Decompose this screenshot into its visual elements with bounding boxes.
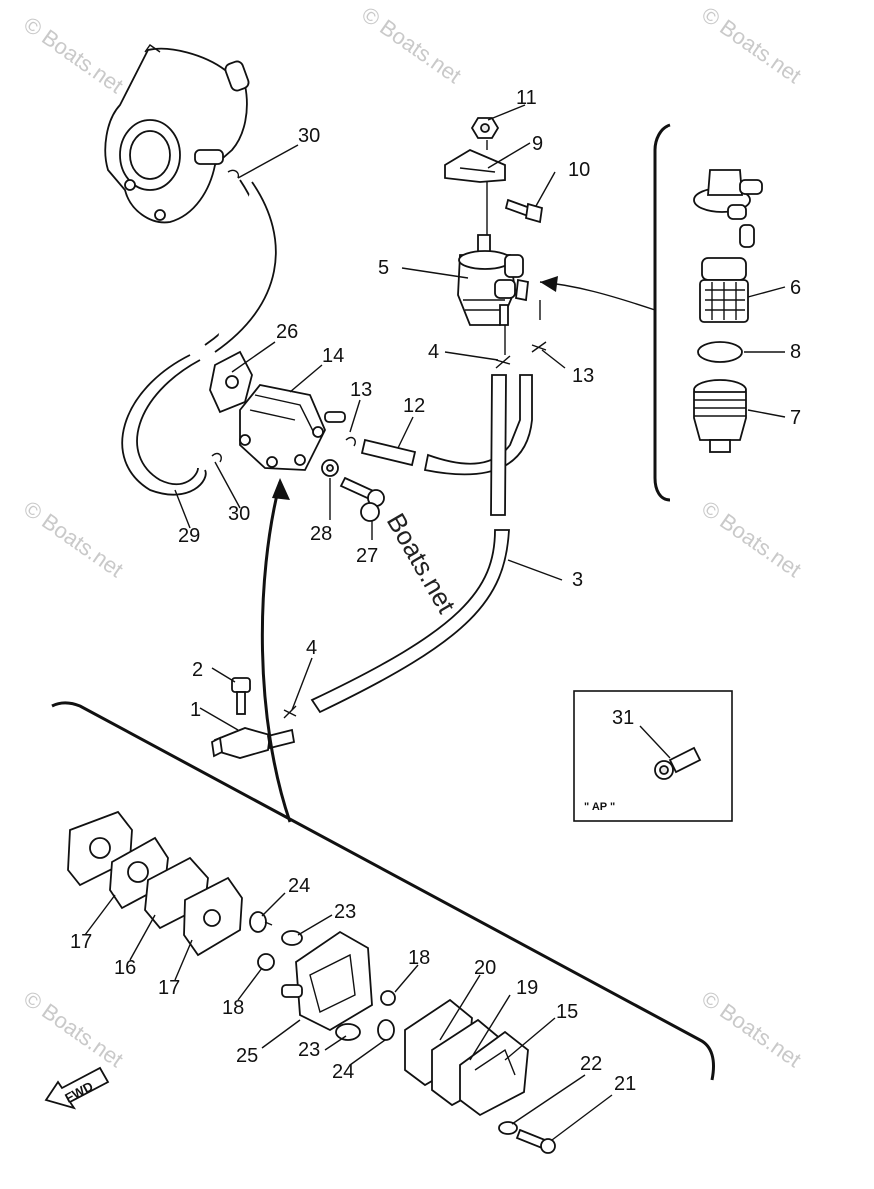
washer-22 <box>498 1121 518 1135</box>
watermark-mid-left: © Boats.net <box>19 496 128 583</box>
watermark-top-left: © Boats.net <box>19 12 128 99</box>
callout-2: 2 <box>192 659 203 681</box>
hose-clip-4-filter <box>495 355 511 369</box>
callout-5: 5 <box>378 257 389 279</box>
callout-13-pump: 13 <box>350 379 372 401</box>
inset-box-label: " AP " <box>584 801 615 813</box>
screw-31 <box>654 746 702 780</box>
check-valve-23-bottom <box>335 1023 361 1041</box>
fuel-pump-14 <box>239 384 346 471</box>
callout-4-filter: 4 <box>428 341 439 363</box>
bolt-27 <box>339 476 385 522</box>
hose-clip-4-joint <box>283 705 297 719</box>
callout-6: 6 <box>790 277 801 299</box>
pump-cover-15 <box>459 1030 529 1117</box>
callout-30-bottom: 30 <box>228 503 250 525</box>
callout-31: 31 <box>612 707 634 729</box>
watermark-top-right: © Boats.net <box>697 2 806 89</box>
leader-lines <box>84 104 786 1141</box>
hose-clip-30 <box>211 169 240 463</box>
callout-9: 9 <box>532 133 543 155</box>
callout-7: 7 <box>790 407 801 429</box>
callout-16: 16 <box>114 957 136 979</box>
assembly-pointer-arrowhead <box>272 478 290 500</box>
watermark-top-center: © Boats.net <box>357 2 466 89</box>
callout-30-top: 30 <box>298 125 320 147</box>
callout-3: 3 <box>572 569 583 591</box>
callout-24-bottom: 24 <box>332 1061 354 1083</box>
watermark-center: Boats.net <box>381 508 462 619</box>
bolt-10 <box>504 198 544 224</box>
callout-18-left: 18 <box>222 997 244 1019</box>
assembly-pointer-arrow <box>260 481 292 823</box>
leader-filter-vertical <box>486 140 541 355</box>
callout-11: 11 <box>516 87 537 109</box>
callout-numbers: 30 26 14 13 12 5 11 9 10 4 13 6 8 7 30 2… <box>70 87 801 1095</box>
check-valve-24-top <box>249 911 273 933</box>
callout-12: 12 <box>403 395 425 417</box>
callout-23-top: 23 <box>334 901 356 923</box>
filter-cup-7 <box>693 379 747 453</box>
carburetor-illustration <box>104 44 250 224</box>
lower-assembly-bracket <box>51 701 715 1081</box>
check-valve-24-bottom <box>377 1019 395 1041</box>
check-valve-23-top <box>281 930 303 946</box>
callout-17-outer: 17 <box>70 931 92 953</box>
o-ring-8 <box>697 341 743 363</box>
callout-19: 19 <box>516 977 538 999</box>
gasket-26 <box>209 350 253 414</box>
fuel-hose-3 <box>310 374 510 714</box>
screw-21 <box>515 1128 556 1154</box>
callout-28: 28 <box>310 523 332 545</box>
callout-21: 21 <box>614 1073 636 1095</box>
callout-10: 10 <box>568 159 590 181</box>
fwd-direction-arrow: FWD <box>44 1066 110 1110</box>
callout-29: 29 <box>178 525 200 547</box>
fuel-joint-1 <box>211 727 296 759</box>
callout-15: 15 <box>556 1001 578 1023</box>
callout-25: 25 <box>236 1045 258 1067</box>
callout-1: 1 <box>190 699 201 721</box>
callout-22: 22 <box>580 1053 602 1075</box>
callout-23-bottom: 23 <box>298 1039 320 1061</box>
bracket-9 <box>444 148 506 183</box>
washer-18 <box>380 990 396 1006</box>
callout-8: 8 <box>790 341 801 363</box>
callout-24-top: 24 <box>288 875 310 897</box>
callout-20: 20 <box>474 957 496 979</box>
callout-27: 27 <box>356 545 378 567</box>
filter-cap-detail <box>693 169 763 248</box>
inset-box-31: " AP " <box>573 690 733 822</box>
callout-18-right: 18 <box>408 947 430 969</box>
callout-4-joint: 4 <box>306 637 317 659</box>
callout-17-inner: 17 <box>158 977 180 999</box>
watermark-bottom-left: © Boats.net <box>19 986 128 1073</box>
hose-clip-13-pump <box>345 436 356 447</box>
fuel-hose-29 <box>121 179 277 496</box>
watermark-mid-right: © Boats.net <box>697 496 806 583</box>
fwd-label: FWD <box>62 1079 95 1106</box>
filter-element-6 <box>699 257 749 323</box>
callout-13-filter: 13 <box>572 365 594 387</box>
pump-body-25 <box>257 930 373 1032</box>
bolt-2 <box>231 677 251 715</box>
detail-pointer-arrowhead <box>540 276 558 292</box>
nut-11 <box>470 117 500 139</box>
washer-28 <box>321 459 339 477</box>
fuel-filter-5 <box>457 234 529 326</box>
callout-26: 26 <box>276 321 298 343</box>
detail-pointer-arrow <box>539 281 656 311</box>
diaphragm-17 <box>183 876 243 957</box>
callout-14: 14 <box>322 345 344 367</box>
detail-panel-bracket <box>653 123 671 502</box>
hose-clip-13-filter <box>531 341 547 353</box>
